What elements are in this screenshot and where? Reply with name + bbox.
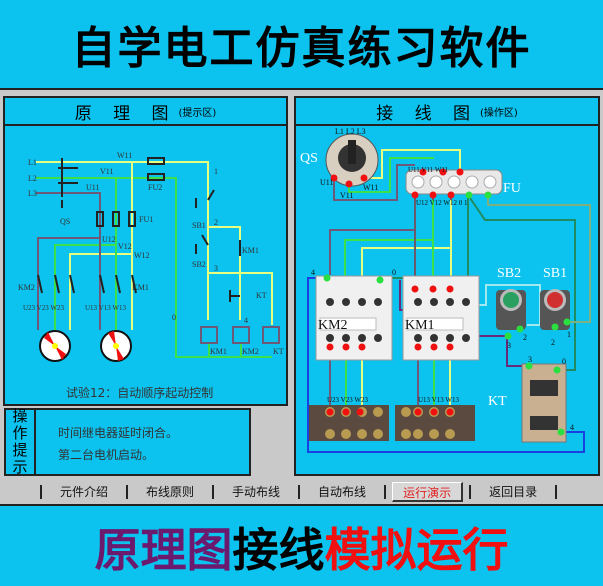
slogan-part-wiring: 接线 xyxy=(232,523,325,577)
separator xyxy=(212,485,215,499)
schematic-subtitle: (提示区) xyxy=(178,107,217,119)
manual-wiring-button[interactable]: 手动布线 xyxy=(232,485,281,499)
promo-slogan: 原理图接线模拟运行 xyxy=(0,508,603,586)
back-to-menu-button[interactable]: 返回目录 xyxy=(489,485,538,499)
tip-label: 操作提示 xyxy=(6,407,36,476)
schematic-title: 原 理 图 xyxy=(74,103,177,124)
schematic-header: 原 理 图(提示区) xyxy=(5,98,286,126)
tip-label-char: 作 xyxy=(12,424,28,442)
wiring-rules-button[interactable]: 布线原则 xyxy=(146,485,195,499)
app-title-banner: 自学电工仿真练习软件 xyxy=(0,0,603,88)
wiring-title: 接 线 图 xyxy=(376,103,478,124)
tip-line: 时间继电器延时闭合。 xyxy=(58,426,179,440)
separator xyxy=(384,485,387,499)
separator xyxy=(298,485,301,499)
components-intro-button[interactable]: 元件介绍 xyxy=(60,485,109,499)
tip-label-char: 示 xyxy=(12,458,28,476)
tip-line: 第二台电机启动。 xyxy=(58,448,155,462)
separator xyxy=(126,485,129,499)
slogan-part-schematic: 原理图 xyxy=(94,523,233,577)
separator xyxy=(40,485,42,499)
tip-label-char: 提 xyxy=(12,441,28,459)
bottom-toolbar: 元件介绍 布线原则 手动布线 自动布线 运行演示 返回目录 xyxy=(0,480,603,504)
wiring-subtitle: (操作区) xyxy=(480,107,518,119)
app-title: 自学电工仿真练习软件 xyxy=(71,23,532,74)
wiring-header: 接 线 图(操作区) xyxy=(296,98,598,126)
tip-label-char: 操 xyxy=(12,407,28,425)
separator xyxy=(469,485,472,499)
wiring-panel: 接 线 图(操作区) xyxy=(294,96,600,476)
slogan-part-simulation: 模拟运行 xyxy=(324,523,509,577)
schematic-panel: 原 理 图(提示区) xyxy=(3,96,288,406)
operation-tip-box: 操作提示 时间继电器延时闭合。 第二台电机启动。 xyxy=(4,408,251,476)
separator xyxy=(555,485,558,499)
run-demo-button[interactable]: 运行演示 xyxy=(392,482,464,502)
auto-wiring-button[interactable]: 自动布线 xyxy=(318,485,367,499)
